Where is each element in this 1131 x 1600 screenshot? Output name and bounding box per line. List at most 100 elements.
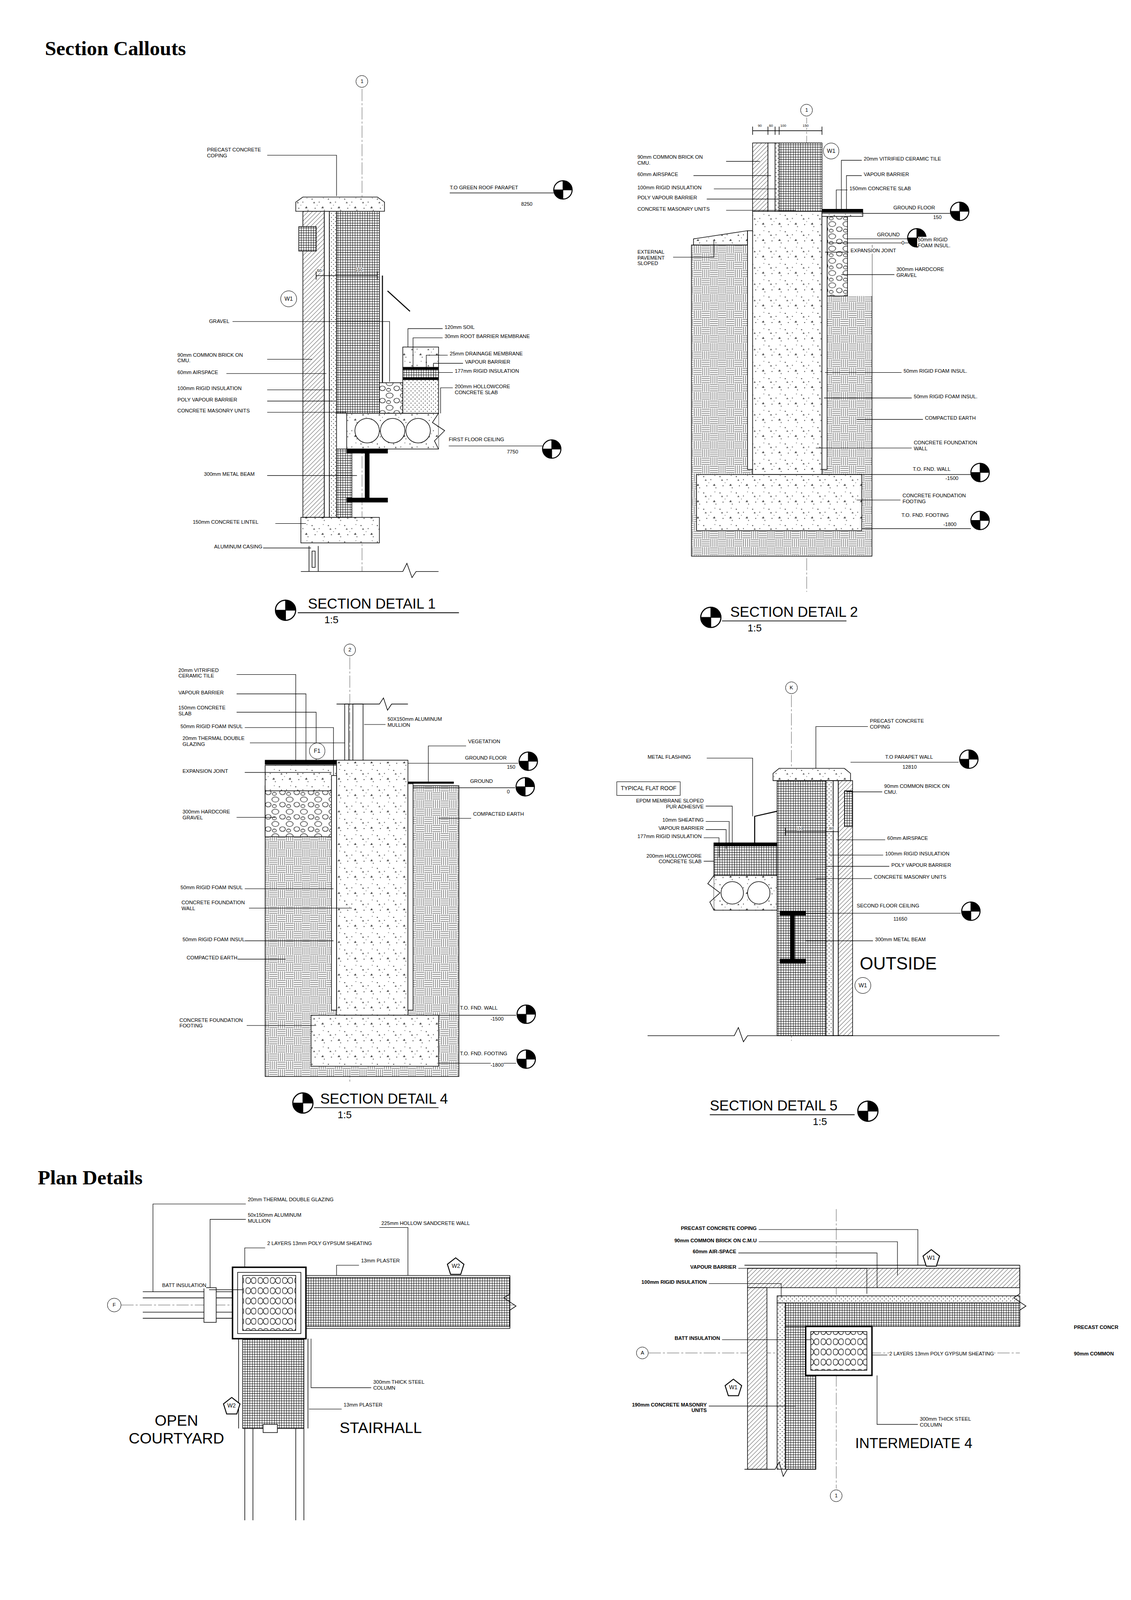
- annotation: 300mm HARDCORE GRAVEL: [896, 266, 946, 279]
- grid-bubble: F1: [309, 742, 326, 759]
- annotation: 150: [506, 763, 516, 770]
- grid-bubble: 1: [800, 103, 813, 117]
- annotation: 300mm METAL BEAM: [203, 471, 255, 478]
- annotation: COMPACTED EARTH: [473, 810, 524, 817]
- annotation: CONCRETE MASONRY UNITS: [177, 407, 250, 414]
- sheet-heading: Plan Details: [37, 1165, 143, 1189]
- annotation: COMPACTED EARTH: [924, 415, 976, 421]
- annotation: -1500: [945, 475, 959, 482]
- section-detail-4: [236, 674, 538, 1113]
- annotation: PRECAST CONCRETE COPING: [870, 717, 928, 730]
- annotation: CONCRETE FOUNDATION WALL: [181, 899, 250, 912]
- wall-tag: W1: [724, 1377, 743, 1396]
- grid-bubble: F: [107, 1297, 122, 1312]
- tag-text: W1: [826, 148, 836, 154]
- annotation: 60mm AIR-SPACE: [692, 1248, 737, 1255]
- tag-text: W1: [858, 982, 867, 988]
- annotation: EXTERNAL PAVEMENT SLOPED: [637, 249, 671, 267]
- detail-title: INTERMEDIATE 4: [853, 1434, 975, 1452]
- annotation: 60mm AIRSPACE: [177, 369, 218, 376]
- sheet-heading: Section Callouts: [44, 36, 186, 61]
- grid-bubble: A: [636, 1346, 649, 1359]
- annotation: 13mm PLASTER: [343, 1401, 383, 1408]
- pentagon-shape: [223, 1396, 240, 1414]
- annotation: T.O. FND. FOOTING: [460, 1050, 508, 1057]
- annotation: CONCRETE FOUNDATION WALL: [913, 439, 982, 452]
- annotation: 300mm HARDCORE GRAVEL: [182, 808, 232, 821]
- annotation: VAPOUR BARRIER: [658, 824, 704, 831]
- annotation: 50mm RIGID FOAM INSUL.: [918, 236, 957, 249]
- annotation: 150: [802, 123, 809, 128]
- grid-bubble: 2: [343, 643, 357, 656]
- annotation: GROUND FLOOR: [465, 754, 507, 761]
- annotation: CONCRETE FOUNDATION FOOTING: [902, 492, 971, 505]
- annotation: 200mm HOLLOWCORE CONCRETE SLAB: [644, 852, 702, 865]
- annotation: 0: [506, 788, 510, 795]
- annotation: VAPOUR BARRIER: [863, 171, 909, 178]
- tag-text: 2: [348, 647, 352, 653]
- annotation: EXPANSION JOINT: [182, 767, 229, 774]
- annotation: 90mm COMMON BRICK ON C.M.U: [674, 1237, 758, 1244]
- annotation: POLY VAPOUR BARRIER: [177, 396, 238, 403]
- annotation: 50X150mm ALUMINUM MULLION: [387, 715, 447, 728]
- wall-tag: W1: [922, 1248, 941, 1267]
- note-text: TYPICAL FLAT ROOF: [620, 785, 677, 791]
- annotation: FIRST FLOOR CEILING: [448, 436, 504, 443]
- annotation: VEGETATION: [467, 738, 500, 745]
- annotation: 90mm COMMON: [1073, 1350, 1115, 1357]
- annotation: 30mm ROOT BARRIER MEMBRANE: [444, 333, 530, 340]
- plan-detail-intermediate: [708, 1229, 1026, 1476]
- annotation: 0: [901, 239, 905, 246]
- annotation: SECOND FLOOR CEILING: [856, 902, 919, 909]
- tag-text: F1: [313, 747, 321, 754]
- annotation: GROUND: [470, 778, 493, 784]
- annotation: 100mm RIGID INSULATION: [637, 184, 702, 191]
- annotation: 20mm THERMAL DOUBLE GLAZING: [182, 735, 250, 748]
- annotation: 100mm RIGID INSULATION: [885, 850, 950, 857]
- detail-title: SECTION DETAIL 2: [730, 603, 858, 621]
- annotation: GROUND FLOOR: [893, 204, 935, 211]
- annotation: 90mm COMMON BRICK ON CMU.: [884, 783, 954, 795]
- annotation: 60mm AIRSPACE: [637, 171, 679, 178]
- note-box: TYPICAL FLAT ROOF: [616, 781, 681, 796]
- annotation: PRECAST CONCRETE COPING: [207, 146, 265, 159]
- annotation: 12810: [902, 763, 917, 770]
- annotation: 300mm THICK STEEL COLUMN: [373, 1378, 433, 1391]
- annotation: -1800: [943, 521, 957, 528]
- tag-text: W2: [451, 1262, 460, 1269]
- annotation: 50x150mm ALUMINUM MULLION: [247, 1211, 307, 1224]
- annotation: T.O PARAPET WALL: [885, 753, 934, 760]
- annotation: 150: [796, 825, 803, 831]
- annotation: 20mm THERMAL DOUBLE GLAZING: [247, 1196, 334, 1203]
- annotation: EXPANSION JOINT: [850, 247, 897, 254]
- annotation: 300mm THICK STEEL COLUMN: [919, 1415, 980, 1428]
- annotation: GROUND: [876, 231, 900, 238]
- annotation: VAPOUR BARRIER: [465, 358, 511, 365]
- annotation: METAL FLASHING: [647, 753, 691, 760]
- wall-tag: W2: [222, 1395, 241, 1415]
- annotation: 150mm CONCRETE SLAB: [849, 185, 912, 192]
- annotation: 60: [768, 123, 774, 128]
- annotation: 100: [780, 123, 787, 128]
- detail-title: STAIRHALL: [339, 1418, 422, 1437]
- tag-text: F: [112, 1302, 116, 1308]
- annotation: 50mm RIGID FOAM INSUL: [180, 884, 244, 891]
- plan-detail-stairhall: [142, 1203, 516, 1520]
- detail-title: 1:5: [337, 1108, 352, 1121]
- annotation: 300mm METAL BEAM: [875, 936, 926, 943]
- detail-title: 1:5: [812, 1115, 827, 1128]
- tag-text: A: [640, 1349, 644, 1355]
- annotation: CONCRETE MASONRY UNITS: [873, 873, 947, 880]
- annotation: BATT INSULATION: [162, 1281, 207, 1288]
- annotation: 150: [933, 214, 942, 221]
- annotation: 11650: [893, 915, 908, 922]
- tag-text: W1: [926, 1254, 935, 1261]
- annotation: 7750: [506, 448, 519, 455]
- annotation: 2 LAYERS 13mm POLY GYPSUM SHEATING: [889, 1350, 995, 1357]
- annotation: 90mm COMMON BRICK ON CMU.: [637, 154, 707, 167]
- annotation: ALUMINUM CASING: [214, 543, 263, 550]
- annotation: T.O. FND. WALL: [912, 466, 951, 473]
- detail-title: SECTION DETAIL 4: [320, 1090, 448, 1107]
